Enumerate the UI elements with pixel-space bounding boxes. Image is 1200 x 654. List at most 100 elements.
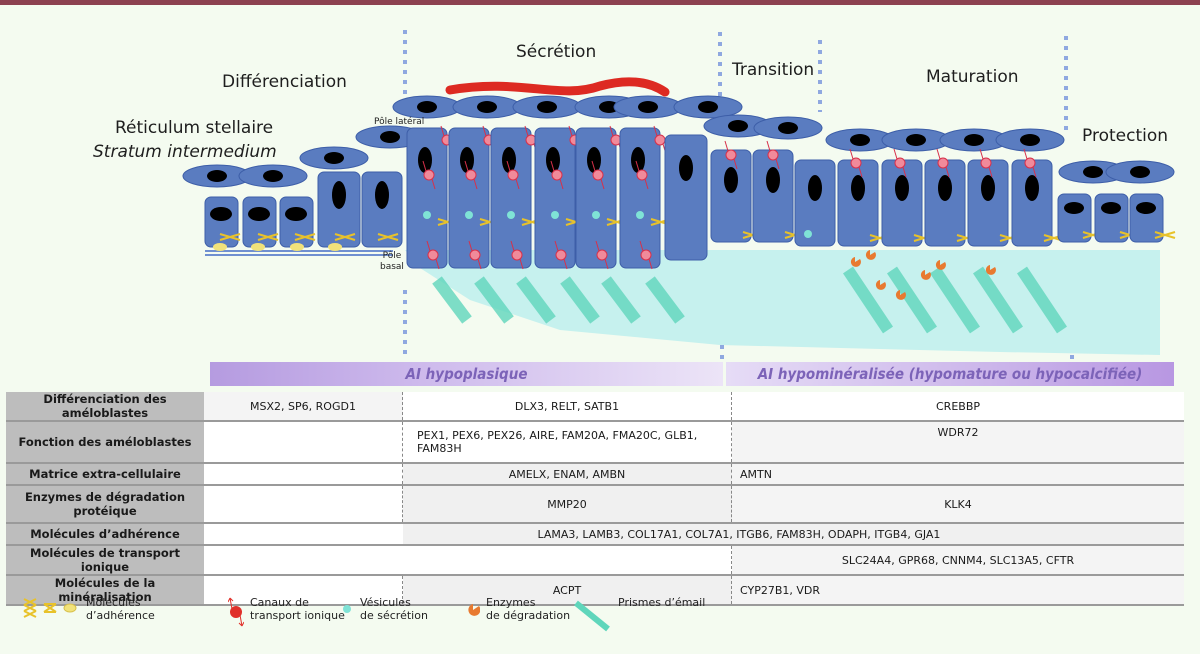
cell-secretion: AMELX, ENAM, AMBN: [402, 463, 732, 486]
nucleus: [502, 147, 516, 173]
ion-channel: [767, 149, 779, 161]
protection-cell: [1057, 193, 1092, 243]
nucleus: [546, 147, 560, 173]
ion-channel: [423, 169, 435, 181]
nucleus: [850, 134, 870, 146]
channel-arrow: [554, 240, 568, 270]
nucleus: [895, 175, 909, 201]
maturation-ameloblast: [924, 159, 966, 247]
secretory-ameloblast: [575, 127, 617, 269]
nucleus: [477, 101, 497, 113]
channel-arrow: [506, 160, 520, 190]
nucleus: [638, 101, 658, 113]
row-label: Molécules d’adhérence: [6, 523, 204, 546]
table-row: Enzymes de dégradation protéique MMP20 K…: [6, 485, 1184, 524]
secretory-ameloblast: [448, 127, 490, 269]
nucleus: [263, 170, 283, 182]
enamel-prism: [601, 276, 641, 324]
nucleus: [906, 134, 926, 146]
table-row: Fonction des améloblastes PEX1, PEX6, PE…: [6, 421, 1184, 464]
channel-arrow: [591, 160, 605, 190]
channel-arrow: [595, 240, 609, 270]
legend-adhesion: Molécules d’adhérence: [86, 596, 155, 622]
cell-secretion: ACPT: [402, 575, 732, 606]
stage-protection: Protection: [1082, 126, 1169, 146]
channel-arrow: [464, 160, 478, 190]
degradation-enzyme: [920, 270, 931, 280]
nucleus: [1130, 166, 1150, 178]
header-bar: [0, 0, 1200, 5]
cell-differenciation: [204, 545, 403, 576]
nucleus: [778, 122, 798, 134]
channel-arrow: [635, 160, 649, 190]
cell-adhesion-span: LAMA3, LAMB3, COL17A1, COL7A1, ITGB6, FA…: [402, 523, 1184, 546]
channel-arrow: [422, 160, 436, 190]
nucleus: [332, 181, 346, 209]
ion-channel: [725, 149, 737, 161]
cell-maturation: SLC24A4, GPR68, CNNM4, SLC13A5, CFTR: [731, 545, 1184, 576]
channel-arrow: [639, 240, 653, 270]
legend-enzyme-line1: Enzymes: [486, 596, 536, 609]
nucleus: [210, 207, 232, 221]
ion-channel: [640, 249, 652, 261]
transition-ameloblast: [752, 149, 794, 243]
transition-ameloblast: [794, 159, 836, 247]
adhesion-molecule: [334, 233, 356, 241]
vesicle: [423, 211, 431, 219]
pole-basal-line2: basal: [380, 262, 404, 272]
channel-arrow: [510, 240, 524, 270]
secretory-ameloblast: [534, 127, 576, 269]
channel-arrow: [979, 148, 993, 178]
pole-basal-line1: Pôle: [382, 251, 402, 261]
junction-band: [445, 77, 670, 97]
nucleus: [728, 120, 748, 132]
vesicle: [636, 211, 644, 219]
channel-arrow: [724, 140, 738, 170]
row-label: Fonction des améloblastes: [6, 421, 204, 464]
gene-table: Différenciation des améloblastes MSX2, S…: [6, 392, 1184, 606]
vesicle: [551, 211, 559, 219]
ameloblast-diagram: [182, 30, 1176, 362]
ion-channel: [427, 249, 439, 261]
ion-channel: [551, 169, 563, 181]
nucleus: [938, 175, 952, 201]
enamel-prism: [973, 266, 1023, 334]
stage-transition: Transition: [732, 60, 815, 80]
vesicle-legend-icon: [343, 605, 351, 613]
nucleus: [1101, 202, 1121, 214]
row-label: Molécules de la minéralisation: [6, 575, 204, 606]
nucleus: [380, 131, 400, 143]
nucleus: [324, 152, 344, 164]
nucleus: [460, 147, 474, 173]
legend-adhesion-line2: d’adhérence: [86, 609, 155, 622]
ion-channel: [511, 249, 523, 261]
enamel-prism: [1017, 266, 1067, 334]
adhesion-disc: [328, 243, 342, 251]
nucleus: [375, 181, 389, 209]
ion-channel: [654, 134, 666, 146]
cell-maturation: WDR72: [731, 421, 1184, 464]
legend-vesicle-line2: de sécrétion: [360, 609, 428, 622]
adhesion-molecule: [257, 233, 279, 241]
table-row: Molécules d’adhérence LAMA3, LAMB3, COL1…: [6, 523, 1184, 546]
ion-channel: [596, 249, 608, 261]
maturation-ameloblast: [881, 159, 923, 247]
ion-channel: [465, 169, 477, 181]
cell-secretion: PEX1, PEX6, PEX26, AIRE, FAM20A, FMA20C,…: [402, 421, 732, 464]
degradation-enzyme: [935, 260, 946, 270]
adhesion-molecule: [219, 233, 241, 241]
enzyme-legend-icon: [468, 604, 480, 616]
protection-cell: [1094, 193, 1129, 243]
cell-maturation: CREBBP: [731, 392, 1184, 422]
legend-vesicle-line1: Vésicules: [360, 596, 411, 609]
nucleus: [808, 175, 822, 201]
channel-arrow: [766, 140, 780, 170]
degradation-enzyme: [895, 290, 906, 300]
ion-channel: [850, 157, 862, 169]
legend-ion-line1: Canaux de: [250, 596, 309, 609]
row-label: Molécules de transport ionique: [6, 545, 204, 576]
maturation-ameloblast: [967, 159, 1009, 247]
ion-channel: [636, 169, 648, 181]
adhesion-molecule: [377, 233, 399, 241]
enamel-prism: [474, 276, 514, 324]
